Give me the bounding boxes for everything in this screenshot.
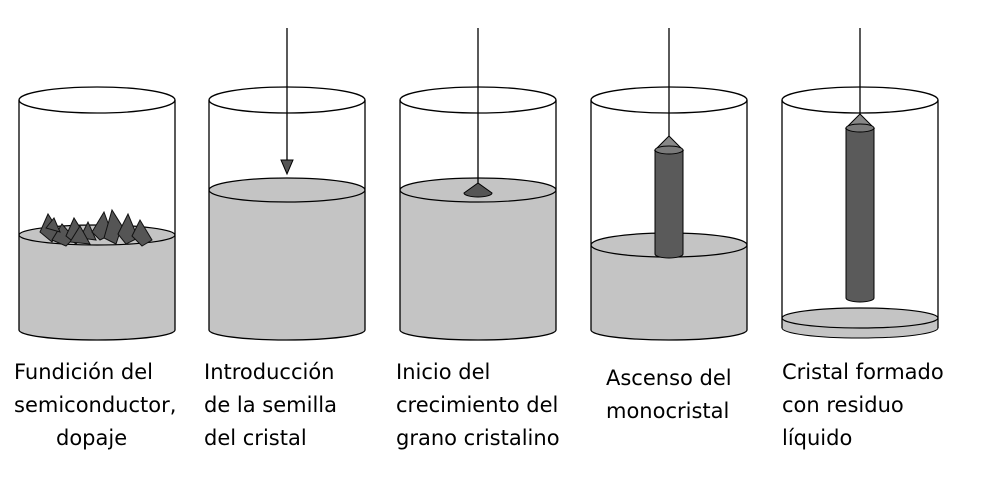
beaker-bottom [208,329,366,341]
caption-step-3: Inicio del crecimiento del grano cristal… [396,356,560,455]
caption-step-4: Ascenso del monocristal [606,362,732,428]
caption-step-1: Fundición del semiconductor, dopaje [14,356,176,455]
caption-line: con residuo [782,393,904,417]
melt-body [209,190,365,340]
seed-crystal [280,159,294,176]
caption-line: semiconductor, [14,393,177,417]
caption-step-2: Introducción de la semilla del cristal [204,356,337,455]
caption-line: de la semilla [204,393,337,417]
beaker-bottom [399,329,557,341]
residual-melt-surface [781,307,939,329]
caption-line: Introducción [204,360,335,384]
melt-surface [208,177,366,203]
semiconductor-chunks [39,208,153,247]
caption-line: dopaje [56,426,128,450]
czochralski-process-diagram [18,28,939,341]
finished-crystal-ingot [844,113,876,303]
caption-line: Ascenso del [606,366,732,390]
growing-grain [463,182,493,198]
caption-line: monocristal [606,399,730,423]
beaker-bottom [590,329,748,341]
caption-line: crecimiento del [396,393,559,417]
caption-line: Fundición del [14,360,154,384]
beaker-4-crystal-ascent [590,28,748,341]
caption-line: Inicio del [396,360,491,384]
beaker-2-seed-introduction [208,28,366,341]
beaker-3-growth-start [399,28,557,341]
beaker-1-melting [18,86,176,341]
caption-line: Cristal formado [782,360,944,384]
caption-line: grano cristalino [396,426,560,450]
melt-body [591,245,747,340]
beaker-5-crystal-formed [781,28,939,339]
caption-line: líquido [782,426,853,450]
caption-line: del cristal [204,426,307,450]
monocrystal-ingot [653,135,685,259]
caption-step-5: Cristal formado con residuo líquido [782,356,944,455]
beaker-bottom [18,329,176,341]
melt-body [19,235,175,340]
beaker-rim [18,86,176,114]
melt-body [400,190,556,340]
